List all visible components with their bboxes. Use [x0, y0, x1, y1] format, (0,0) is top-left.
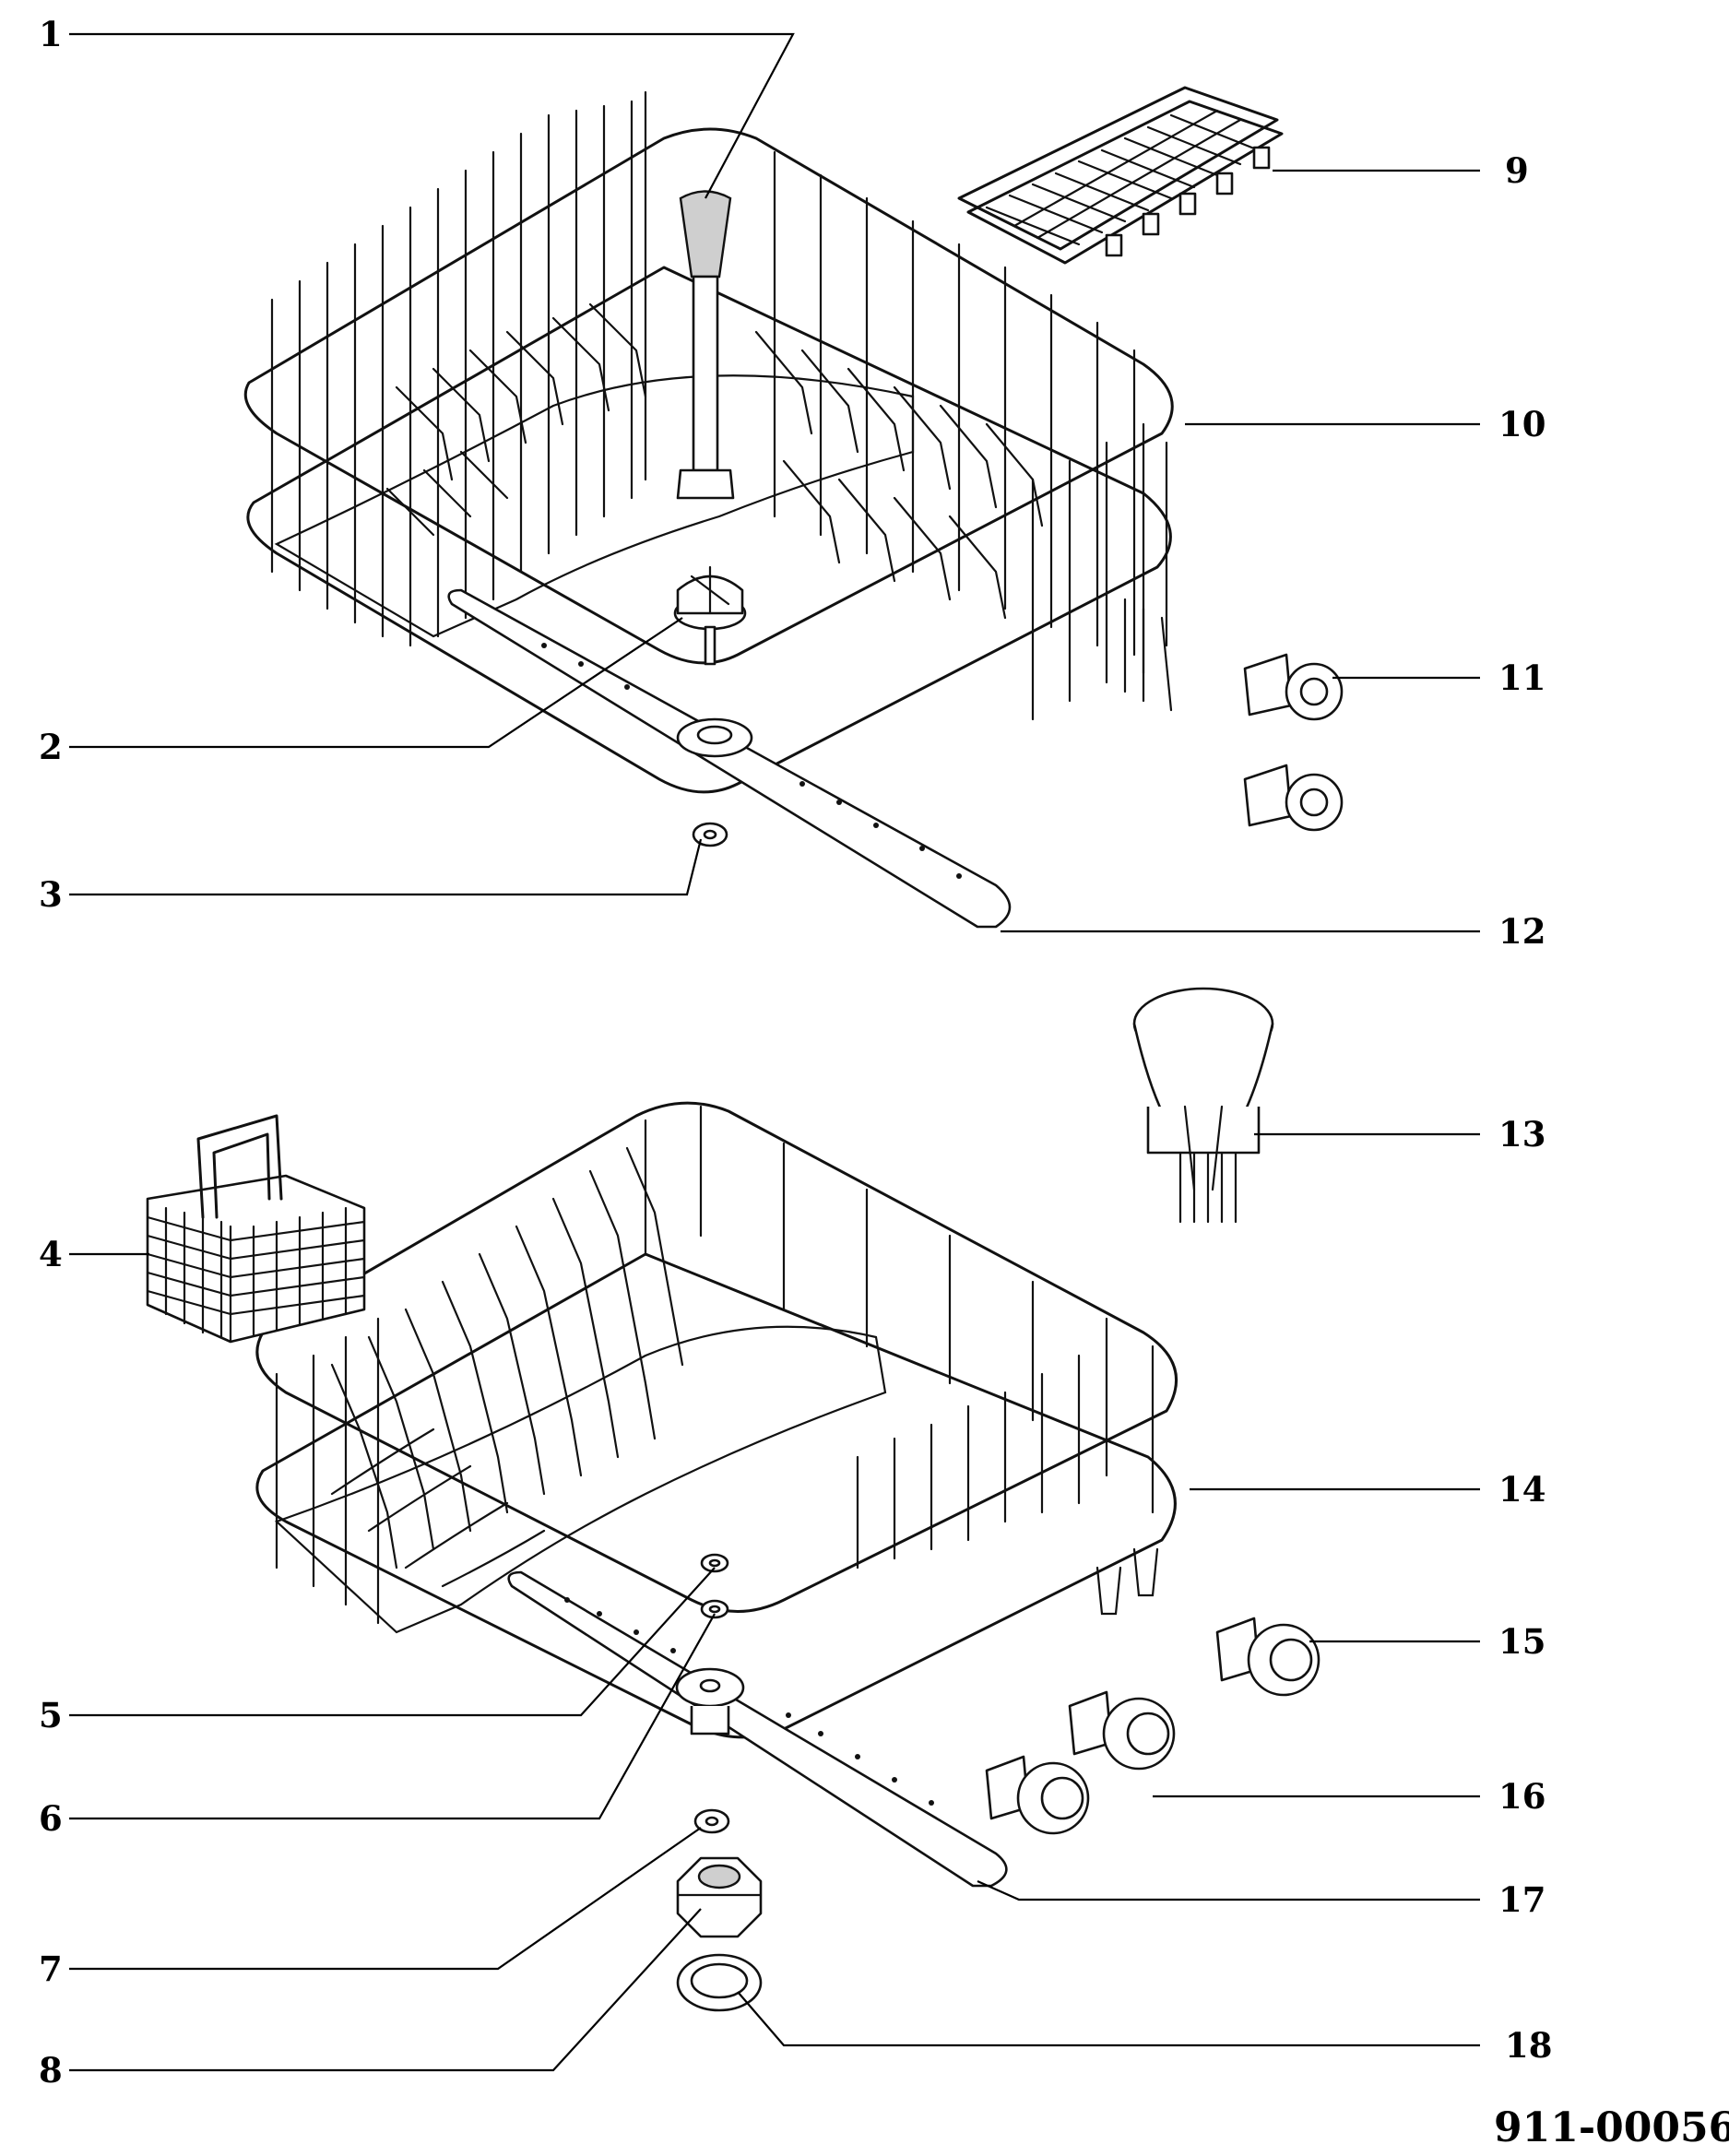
callout-14: 14 — [1498, 1469, 1546, 1510]
upper-rack-wheels — [1243, 653, 1344, 832]
washer-upper — [692, 822, 728, 847]
lower-rack — [255, 1101, 1178, 1739]
callout-4: 4 — [39, 1234, 63, 1274]
callout-13: 13 — [1498, 1114, 1546, 1155]
callout-1: 1 — [39, 14, 63, 54]
callout-16: 16 — [1498, 1776, 1546, 1817]
callout-17: 17 — [1498, 1879, 1546, 1920]
upper-rack — [243, 90, 1174, 794]
water-funnel — [1132, 987, 1274, 1224]
callout-6: 6 — [39, 1798, 63, 1839]
cutlery-basket — [146, 1114, 366, 1344]
spray-arm-hub — [673, 565, 747, 666]
callout-10: 10 — [1498, 404, 1546, 444]
washer-7 — [693, 1808, 730, 1834]
lower-rack-wheel-15 — [1215, 1617, 1320, 1697]
callout-18: 18 — [1505, 2025, 1553, 2066]
document-id: 911-00056 — [1494, 2104, 1729, 2151]
upper-spray-arm — [447, 588, 1012, 929]
callout-3: 3 — [39, 874, 63, 915]
callout-12: 12 — [1498, 911, 1546, 952]
lower-rack-wheels-16 — [985, 1690, 1176, 1835]
callout-11: 11 — [1498, 657, 1546, 698]
callout-9: 9 — [1505, 150, 1529, 191]
hex-nut — [676, 1856, 763, 1938]
callout-8: 8 — [39, 2050, 63, 2091]
lower-spray-arm — [507, 1570, 1008, 1888]
washer-5 — [700, 1553, 729, 1573]
upper-water-feed-tube — [676, 190, 735, 500]
callout-5: 5 — [39, 1695, 63, 1735]
callout-labels: 1 2 3 4 5 6 7 8 9 10 11 12 13 14 15 16 1… — [39, 14, 1553, 2091]
cup-shelf — [957, 86, 1284, 265]
sealing-ring — [676, 1953, 763, 2012]
callout-2: 2 — [39, 727, 63, 767]
washer-6 — [700, 1599, 729, 1619]
callout-15: 15 — [1498, 1621, 1546, 1662]
leader-lines — [69, 32, 1480, 2072]
callout-7: 7 — [39, 1949, 63, 1989]
